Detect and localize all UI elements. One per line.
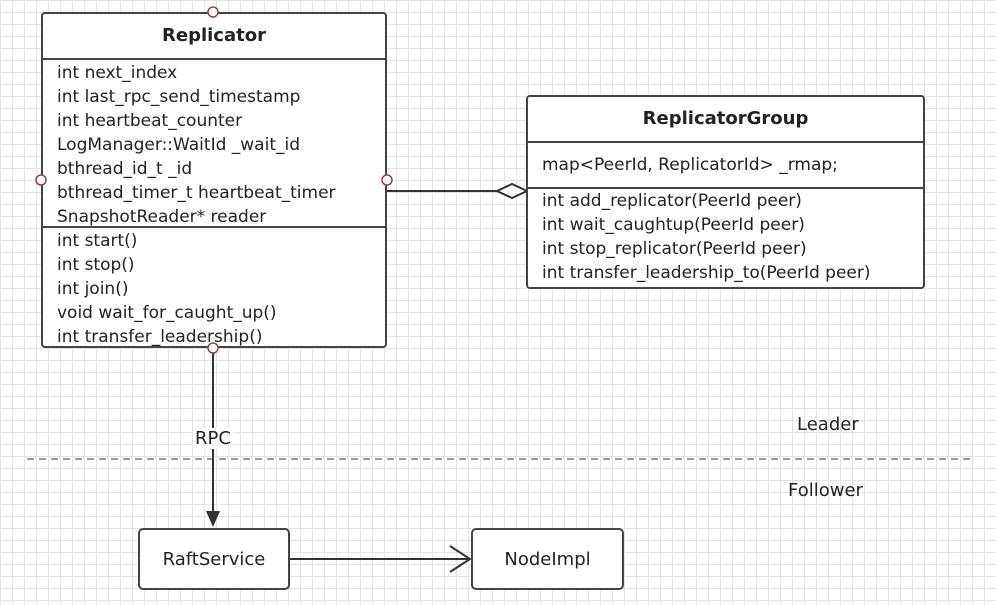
replicator-methods: int start() int stop() int join() void w… bbox=[43, 228, 385, 349]
method-add-replicator: int add_replicator(PeerId peer) bbox=[542, 191, 802, 211]
replicator-fields: int next_index int last_rpc_send_timesta… bbox=[43, 60, 385, 228]
replicator-group-title: ReplicatorGroup bbox=[528, 97, 923, 143]
replicator-group-class[interactable]: ReplicatorGroup map<PeerId, ReplicatorId… bbox=[526, 95, 925, 289]
method-stop-replicator: int stop_replicator(PeerId peer) bbox=[542, 239, 807, 259]
rpc-arrowhead bbox=[206, 511, 220, 527]
method-wait-caughtup: int wait_caughtup(PeerId peer) bbox=[542, 215, 805, 235]
leader-zone-label: Leader bbox=[797, 414, 859, 435]
method-wait-for-caught-up: void wait_for_caught_up() bbox=[57, 303, 277, 323]
method-join: int join() bbox=[57, 279, 129, 299]
method-stop: int stop() bbox=[57, 255, 135, 275]
follower-zone-label: Follower bbox=[788, 480, 863, 501]
field-id: bthread_id_t _id bbox=[57, 159, 193, 179]
replicator-group-fields: map<PeerId, ReplicatorId> _rmap; bbox=[528, 143, 923, 189]
field-heartbeat-timer: bthread_timer_t heartbeat_timer bbox=[57, 183, 336, 203]
connection-point-top bbox=[207, 6, 219, 18]
replicator-title: Replicator bbox=[43, 14, 385, 60]
service-to-node-arrowhead bbox=[449, 545, 472, 573]
method-transfer-leadership-to: int transfer_leadership_to(PeerId peer) bbox=[542, 263, 871, 283]
connection-point-left bbox=[35, 174, 47, 186]
raft-service-label: RaftService bbox=[162, 548, 266, 570]
method-transfer-leadership: int transfer_leadership() bbox=[57, 327, 263, 347]
method-start: int start() bbox=[57, 231, 138, 251]
node-impl-node[interactable]: NodeImpl bbox=[471, 528, 624, 590]
raft-service-node[interactable]: RaftService bbox=[138, 528, 290, 590]
rpc-label: RPC bbox=[193, 428, 233, 449]
connection-point-right bbox=[381, 174, 393, 186]
field-heartbeat-counter: int heartbeat_counter bbox=[57, 111, 243, 131]
field-rmap: map<PeerId, ReplicatorId> _rmap; bbox=[542, 155, 838, 175]
replicator-group-methods: int add_replicator(PeerId peer) int wait… bbox=[528, 189, 923, 285]
node-impl-label: NodeImpl bbox=[504, 548, 591, 570]
field-last-rpc-send-timestamp: int last_rpc_send_timestamp bbox=[57, 87, 301, 107]
field-next-index: int next_index bbox=[57, 63, 178, 83]
field-reader: SnapshotReader* reader bbox=[57, 207, 267, 227]
connection-point-bottom bbox=[207, 342, 219, 354]
field-wait-id: LogManager::WaitId _wait_id bbox=[57, 135, 300, 155]
